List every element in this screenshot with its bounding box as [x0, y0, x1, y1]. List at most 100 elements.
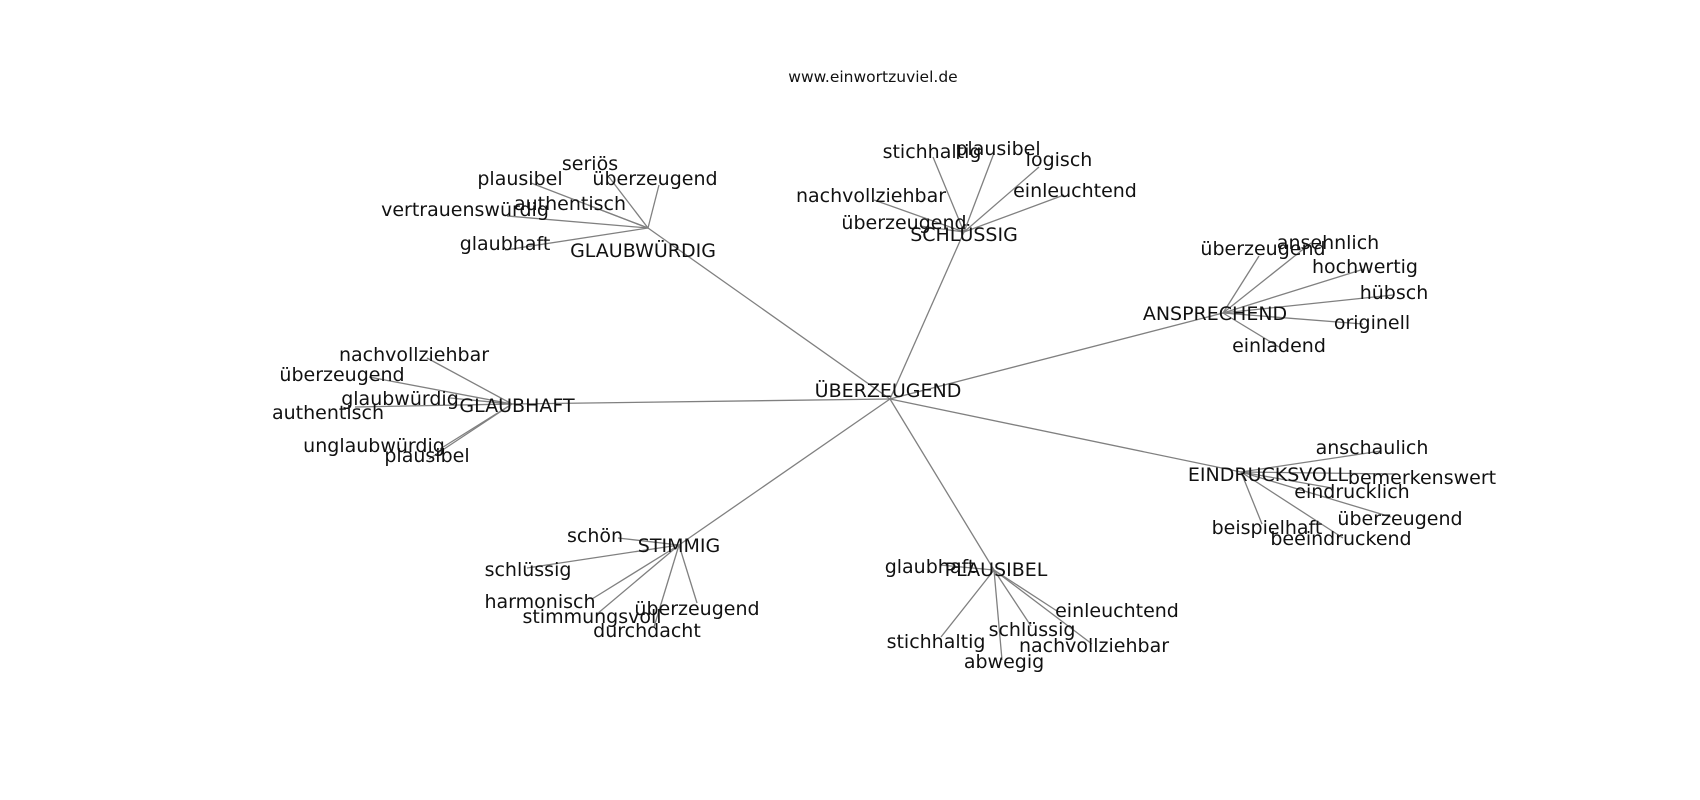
leaf-word-label: stichhaltig — [887, 631, 986, 653]
leaf-word-label: glaubhaft — [460, 233, 551, 255]
leaf-word-label: plausibel — [384, 445, 469, 467]
edge-cluster-to-word — [596, 544, 680, 615]
leaf-word-label: überzeugend — [592, 168, 717, 190]
edge-center-to-cluster — [889, 231, 965, 400]
edge-cluster-to-word — [873, 199, 965, 233]
edge-cluster-to-word — [963, 194, 1065, 233]
cluster-label: SCHLÜSSIG — [910, 223, 1018, 246]
edge-cluster-to-word — [932, 156, 965, 233]
labels-layer: www.einwortzuviel.de ÜBERZEUGEND GLAUBWÜ… — [272, 68, 1496, 673]
edge-center-to-cluster — [889, 398, 1242, 473]
leaf-word-label: schlüssig — [485, 559, 572, 581]
edge-cluster-to-word — [1222, 294, 1394, 314]
site-title: www.einwortzuviel.de — [788, 68, 957, 86]
edge-cluster-to-word — [426, 357, 513, 405]
edge-center-to-cluster — [889, 398, 995, 571]
edge-cluster-to-word — [1240, 471, 1392, 518]
leaf-word-label: abwegig — [964, 651, 1044, 673]
leaf-word-label: unglaubwürdig — [303, 435, 445, 457]
edges-layer — [354, 152, 1397, 661]
leaf-word-label: beeindruckend — [1270, 528, 1411, 550]
edge-cluster-to-word — [963, 152, 995, 233]
leaf-word-label: überzeugend — [1337, 508, 1462, 530]
edge-cluster-to-word — [1222, 242, 1312, 314]
edge-cluster-to-word — [653, 544, 680, 628]
leaf-word-label: glaubwürdig — [341, 388, 459, 410]
leaf-word-label: überzeugend — [841, 212, 966, 234]
leaf-word-label: stimmungsvoll — [522, 606, 661, 628]
edge-cluster-to-word — [587, 204, 649, 229]
leaf-word-label: harmonisch — [484, 591, 595, 613]
edge-cluster-to-word — [617, 537, 680, 546]
edge-cluster-to-word — [678, 544, 698, 604]
leaf-word-label: eindrucklich — [1294, 481, 1409, 503]
edge-cluster-to-word — [428, 403, 513, 460]
edge-cluster-to-word — [354, 403, 513, 408]
leaf-word-label: schön — [567, 525, 623, 547]
edge-cluster-to-word — [993, 569, 1003, 661]
edge-cluster-to-word — [449, 397, 513, 405]
edge-cluster-to-word — [1240, 450, 1382, 473]
leaf-word-label: originell — [1334, 312, 1410, 334]
leaf-word-label: ansehnlich — [1277, 232, 1379, 254]
leaf-word-label: hübsch — [1360, 282, 1429, 304]
edge-cluster-to-word — [526, 544, 680, 569]
leaf-word-label: authentisch — [514, 193, 626, 215]
cluster-label: GLAUBWÜRDIG — [570, 239, 716, 262]
edge-center-to-cluster — [889, 312, 1224, 400]
leaf-word-label: einladend — [1232, 335, 1326, 357]
leaf-word-label: überzeugend — [634, 598, 759, 620]
edge-center-to-cluster — [678, 398, 891, 546]
edge-cluster-to-word — [1222, 255, 1260, 314]
edge-cluster-to-word — [591, 544, 680, 600]
leaf-word-label: durchdacht — [593, 620, 701, 642]
leaf-word-label: einleuchtend — [1055, 600, 1179, 622]
leaf-word-label: authentisch — [272, 402, 384, 424]
edge-cluster-to-word — [1240, 471, 1333, 489]
leaf-word-label: logisch — [1026, 149, 1093, 171]
leaf-word-label: nachvollziehbar — [796, 185, 946, 207]
edge-cluster-to-word — [993, 569, 1058, 612]
edge-cluster-to-word — [1222, 268, 1365, 314]
edge-cluster-to-word — [506, 215, 649, 229]
leaf-word-label: bemerkenswert — [1348, 467, 1496, 489]
edge-cluster-to-word — [963, 166, 1040, 233]
leaf-word-label: hochwertig — [1312, 256, 1418, 278]
cluster-label: STIMMIG — [638, 535, 720, 557]
leaf-word-label: glaubhaft — [885, 556, 976, 578]
leaf-word-label: stichhaltig — [883, 141, 982, 163]
cluster-label: GLAUBHAFT — [459, 395, 575, 417]
edge-cluster-to-word — [608, 176, 649, 229]
leaf-word-label: beispielhaft — [1212, 517, 1323, 539]
leaf-word-label: vertrauenswürdig — [381, 199, 549, 221]
edge-cluster-to-word — [1222, 312, 1364, 325]
leaf-word-label: überzeugend — [1200, 238, 1325, 260]
edge-center-to-cluster — [647, 227, 891, 400]
leaf-word-label: überzeugend — [279, 364, 404, 386]
cluster-label: ANSPRECHEND — [1143, 303, 1287, 325]
edge-cluster-to-word — [940, 569, 995, 638]
leaf-word-label: einleuchtend — [1013, 180, 1137, 202]
leaf-word-label: plausibel — [477, 168, 562, 190]
leaf-word-label: schlüssig — [989, 619, 1076, 641]
edge-cluster-to-word — [368, 376, 513, 405]
edge-cluster-to-word — [993, 569, 1032, 627]
edge-center-to-cluster — [511, 398, 891, 405]
edge-cluster-to-word — [939, 564, 995, 571]
leaf-word-label: anschaulich — [1316, 437, 1429, 459]
cluster-label: EINDRUCKSVOLL — [1188, 464, 1349, 486]
leaf-word-label: nachvollziehbar — [339, 344, 489, 366]
leaf-word-label: plausibel — [955, 138, 1040, 160]
leaf-word-label: seriös — [562, 153, 618, 175]
cluster-label: PLAUSIBEL — [945, 559, 1048, 581]
edge-cluster-to-word — [1222, 312, 1280, 348]
edge-cluster-to-word — [919, 225, 965, 233]
edge-cluster-to-word — [1240, 471, 1263, 525]
edge-cluster-to-word — [647, 184, 660, 229]
leaf-word-label: nachvollziehbar — [1019, 635, 1169, 657]
edge-cluster-to-word — [1240, 471, 1397, 475]
edge-cluster-to-word — [504, 227, 649, 251]
center-word: ÜBERZEUGEND — [815, 379, 962, 402]
edge-cluster-to-word — [1240, 471, 1344, 539]
